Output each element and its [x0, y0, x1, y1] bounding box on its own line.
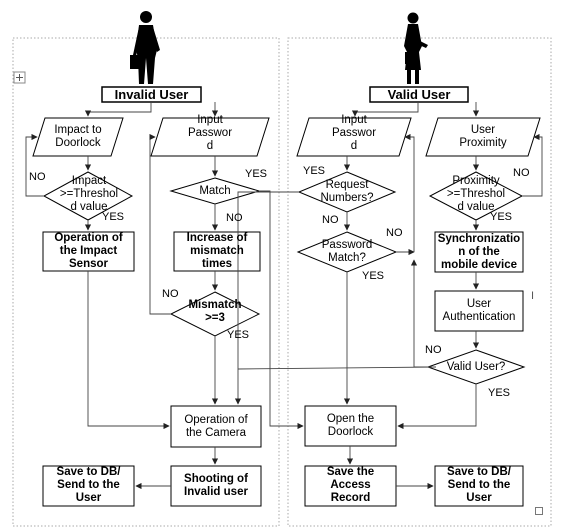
password-match-label: Password Match? — [321, 239, 373, 264]
open-doorlock-label: Open the Doorlock — [326, 413, 375, 438]
impact-sensor-process — [42, 231, 135, 272]
invalid-password-input — [150, 117, 270, 157]
invalid-save-db-label: Save to DB/ Send to the User — [56, 465, 121, 504]
camera-operation-process — [170, 405, 262, 448]
edge-label-yes-impact: YES — [102, 211, 125, 223]
valid-user-header — [369, 86, 469, 103]
edge-label-yes-match: YES — [245, 168, 268, 180]
save-access-record-process — [304, 465, 397, 507]
edge-label-no-proximity: NO — [513, 167, 530, 179]
open-doorlock-process — [304, 405, 397, 447]
flow-connectors — [25, 102, 543, 490]
valid-user-title: Valid User — [387, 87, 451, 102]
mismatch-count-label: Mismatch >=3 — [188, 299, 242, 324]
user-proximity-input — [425, 117, 541, 157]
edge-label-no-match: NO — [226, 212, 243, 224]
businessman-silhouette-icon — [130, 11, 160, 84]
valid-user-label: Valid User? — [446, 360, 506, 373]
invalid-user-title: Invalid User — [114, 87, 189, 102]
edge-label-yes-request: YES — [303, 165, 326, 177]
edge-label-no-mismatch: NO — [162, 288, 179, 300]
impact-threshold-label: Impact >=Threshol d value — [59, 175, 119, 213]
save-access-record-label: Save the Access Record — [326, 465, 375, 504]
edge-label-yes-mismatch: YES — [227, 329, 250, 341]
proximity-threshold-label: Proximity >=Threshol d value — [446, 175, 506, 213]
valid-user-panel — [287, 37, 552, 527]
impact-sensor-label: Operation of the Impact Sensor — [54, 232, 123, 270]
shoot-invalid-user-label: Shooting of Invalid user — [184, 473, 248, 498]
invalid-password-label: Input Passwor d — [187, 113, 233, 152]
edge-label-no-request: NO — [322, 214, 339, 226]
edge-label-no-password: NO — [386, 227, 403, 239]
mismatch-increase-process — [173, 231, 261, 272]
impact-to-doorlock-input — [32, 117, 124, 157]
invalid-save-db-process — [42, 465, 135, 507]
impact-to-doorlock-label: Impact to Doorlock — [54, 124, 102, 149]
mismatch-increase-label: Increase of mismatch times — [186, 232, 248, 270]
edge-label-no-impact: NO — [29, 171, 46, 183]
mobile-sync-process — [434, 231, 524, 273]
user-proximity-label: User Proximity — [459, 124, 507, 149]
camera-operation-label: Operation of the Camera — [184, 413, 248, 439]
request-numbers-label: Request Numbers? — [320, 179, 374, 204]
match-label: Match — [199, 184, 231, 197]
edge-label-yes-proximity: YES — [490, 211, 513, 223]
resize-handle-icon[interactable] — [535, 507, 543, 515]
move-handle-icon[interactable] — [13, 71, 26, 84]
user-authentication-process — [434, 290, 524, 332]
edge-label-yes-password: YES — [362, 270, 385, 282]
valid-password-input — [296, 117, 412, 157]
edge-label-yes-valid: YES — [488, 387, 511, 399]
valid-save-db-process — [434, 465, 524, 507]
mobile-sync-label: Synchronizatio n of the mobile device — [437, 232, 521, 271]
valid-password-label: Input Passwor d — [331, 113, 377, 152]
valid-save-db-label: Save to DB/ Send to the User — [447, 465, 511, 504]
invalid-user-header — [101, 86, 202, 103]
user-authentication-label: User Authentication — [442, 298, 516, 323]
shoot-invalid-user-process — [170, 465, 262, 507]
text-cursor-mark: I — [531, 290, 535, 302]
edge-label-no-valid: NO — [425, 344, 442, 356]
businesswoman-silhouette-icon — [404, 12, 428, 84]
